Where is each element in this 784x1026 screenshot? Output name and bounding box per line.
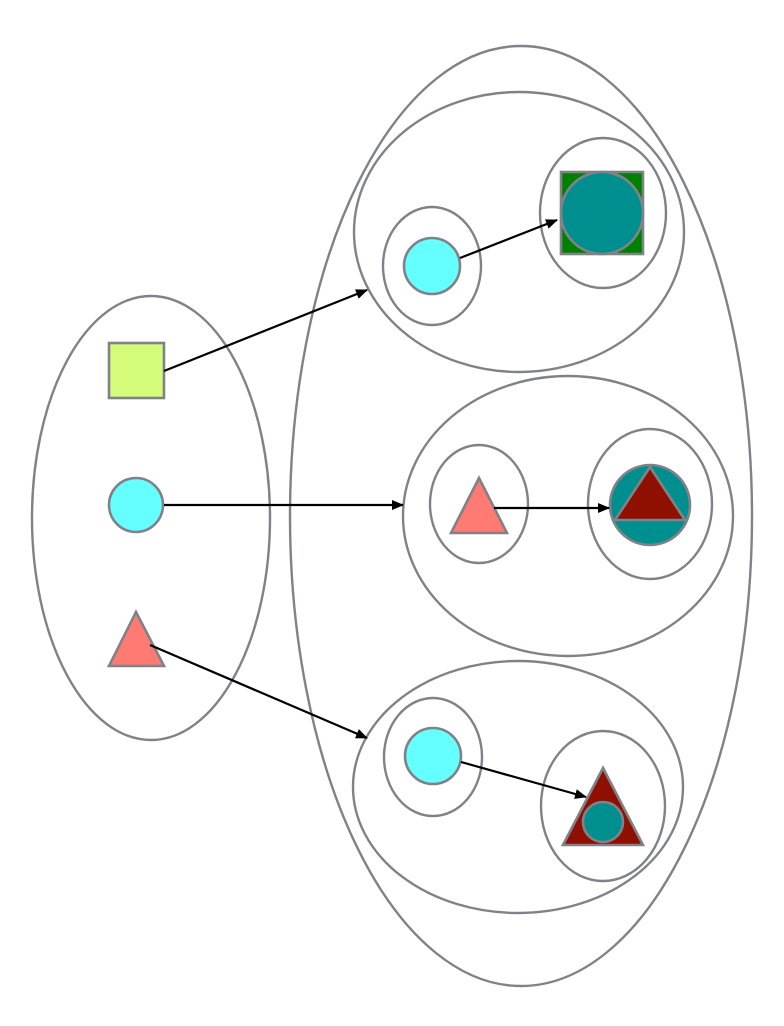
group-2-codomain-outline	[586, 427, 714, 581]
group-1-codomain-inner-circle	[559, 170, 645, 256]
arrows	[149, 218, 610, 799]
group-1-domain-circle	[402, 236, 462, 296]
group-2-outline	[401, 374, 735, 658]
arrow-group-3-domain-to-codomain	[460, 760, 587, 799]
target-group-3	[351, 659, 685, 915]
source-triangle	[106, 609, 167, 668]
source-set-outline	[30, 294, 272, 742]
group-3-outline	[351, 659, 685, 915]
group-3-domain-outline	[382, 696, 484, 818]
source-square	[107, 341, 166, 400]
group-3-codomain-outline	[539, 729, 667, 883]
target-group-2	[401, 374, 735, 658]
group-1-domain-outline	[381, 205, 483, 327]
target-set	[288, 44, 754, 988]
group-3-domain-circle	[403, 726, 463, 786]
group-1-codomain-outline	[538, 136, 668, 290]
arrow-square-to-group-1	[163, 288, 368, 373]
arrow-group-1-domain-to-codomain	[459, 218, 558, 260]
group-2-domain-triangle	[448, 475, 510, 535]
group-1-outline	[352, 90, 686, 374]
group-3-codomain-inner-circle	[581, 800, 625, 844]
target-set-outline	[288, 44, 754, 988]
source-circle	[107, 476, 165, 534]
group-2-domain-outline	[428, 443, 530, 565]
arrow-triangle-to-group-3	[149, 643, 368, 740]
source-set	[30, 294, 272, 742]
target-group-1	[352, 90, 686, 374]
group-2-codomain-inner-triangle	[612, 464, 688, 522]
